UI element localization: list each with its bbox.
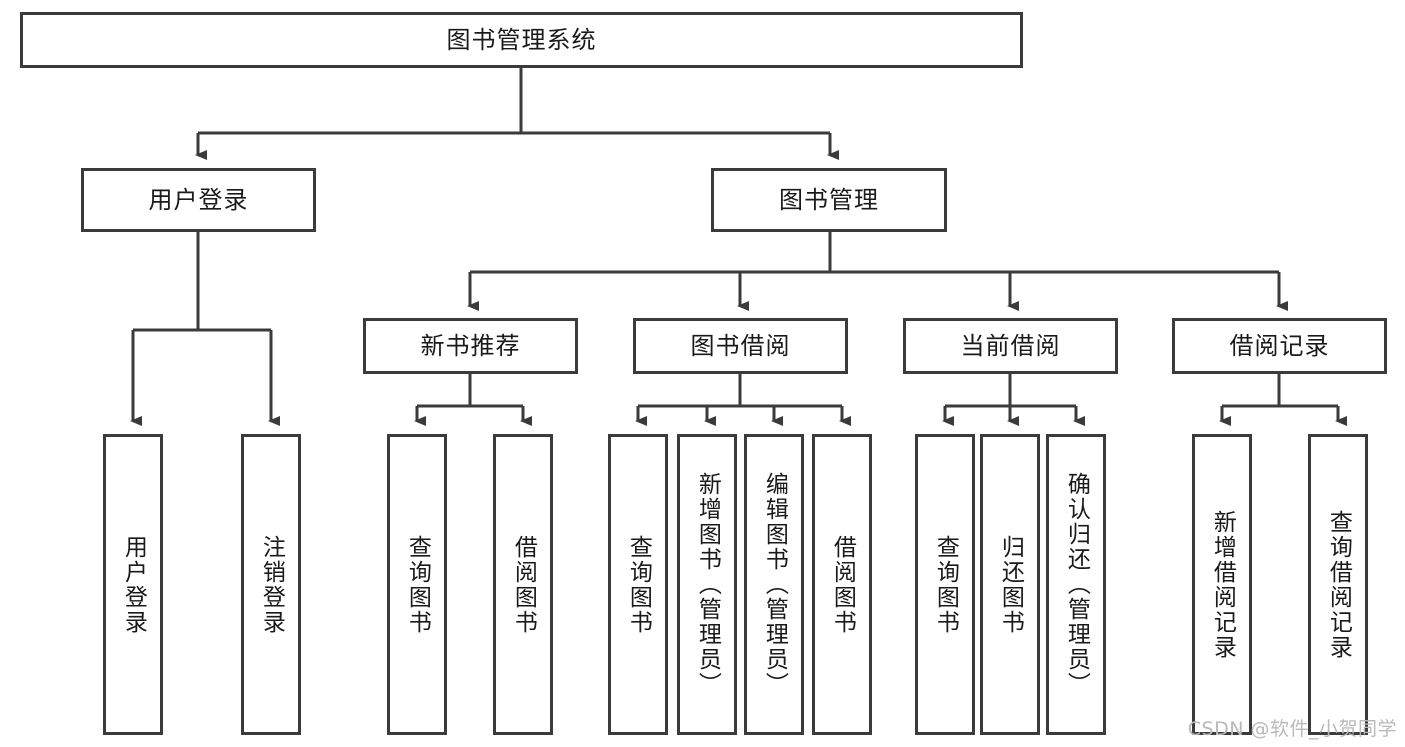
leaf-query-book-borrow[interactable]: 查询图书 [608,434,668,735]
node-label: 用户登录 [120,534,147,635]
leaf-user-login[interactable]: 用户登录 [103,434,163,735]
node-label: 当前借阅 [960,331,1061,360]
node-label: 新增借阅记录 [1209,509,1236,660]
node-label: 借阅图书 [510,534,537,635]
leaf-add-book-admin[interactable]: 新增图书（管理员） [677,434,737,735]
node-user-login[interactable]: 用户登录 [81,168,316,232]
node-label: 查询图书 [625,534,652,635]
leaf-query-book-current[interactable]: 查询图书 [915,434,975,735]
node-label: 新增图书（管理员） [694,472,721,697]
node-label: 图书管理系统 [446,25,597,54]
leaf-query-book-recommend[interactable]: 查询图书 [387,434,447,735]
node-label: 确认归还（管理员） [1063,472,1090,697]
node-label: 新书推荐 [420,331,521,360]
node-label: 查询借阅记录 [1325,509,1352,660]
node-label: 注销登录 [258,534,285,635]
node-current-borrow[interactable]: 当前借阅 [903,318,1118,374]
node-label: 查询图书 [932,534,959,635]
node-label: 归还图书 [997,534,1024,635]
node-label: 编辑图书（管理员） [761,472,788,697]
leaf-edit-book-admin[interactable]: 编辑图书（管理员） [744,434,804,735]
node-label: 借阅图书 [829,534,856,635]
node-book-management[interactable]: 图书管理 [711,168,947,232]
node-book-borrow[interactable]: 图书借阅 [633,318,848,374]
leaf-borrow-book[interactable]: 借阅图书 [812,434,872,735]
node-root-system[interactable]: 图书管理系统 [20,12,1023,68]
leaf-query-borrow-record[interactable]: 查询借阅记录 [1308,434,1368,735]
node-label: 用户登录 [148,185,249,214]
leaf-add-borrow-record[interactable]: 新增借阅记录 [1192,434,1252,735]
leaf-user-logout[interactable]: 注销登录 [241,434,301,735]
node-label: 图书借阅 [690,331,791,360]
leaf-confirm-return-admin[interactable]: 确认归还（管理员） [1046,434,1106,735]
node-borrow-records[interactable]: 借阅记录 [1172,318,1387,374]
node-new-book-recommend[interactable]: 新书推荐 [363,318,578,374]
leaf-borrow-book-recommend[interactable]: 借阅图书 [493,434,553,735]
csdn-watermark: CSDN @软件_小贺同学 [1187,718,1397,740]
node-label: 查询图书 [404,534,431,635]
leaf-return-book[interactable]: 归还图书 [980,434,1040,735]
node-label: 图书管理 [779,185,879,214]
node-label: 借阅记录 [1229,331,1330,360]
